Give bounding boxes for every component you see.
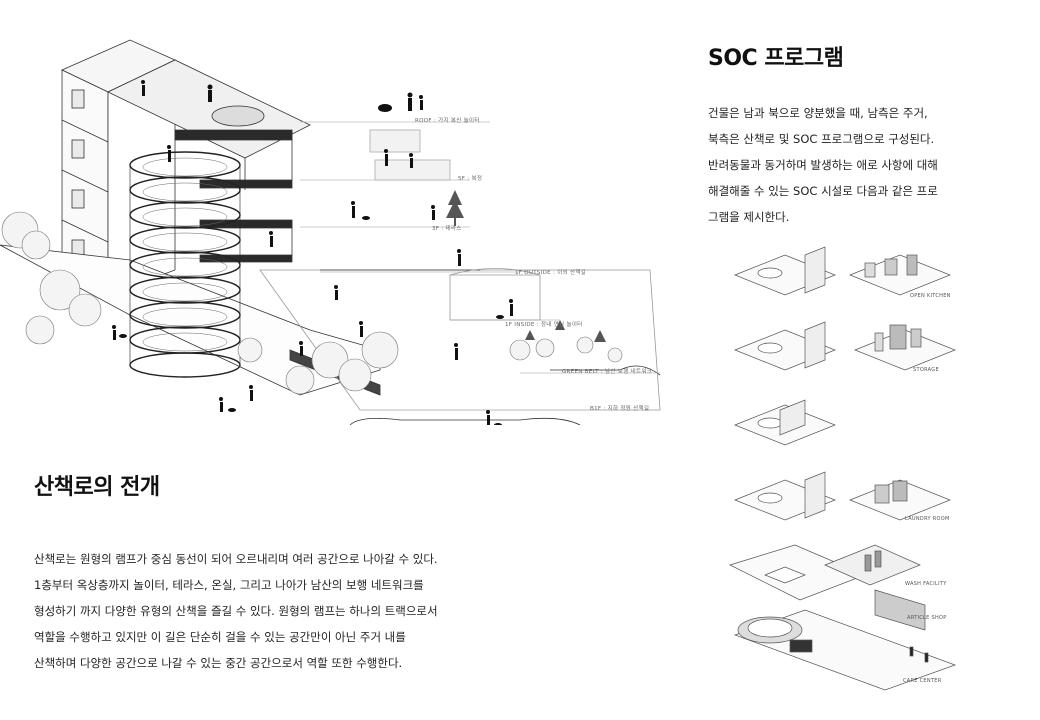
walk-paragraph-line: 산책로는 원형의 램프가 중심 동선이 되어 오르내리며 여러 공간으로 나아갈… [34,552,438,566]
walk-paragraph-line: 역할을 수행하고 있지만 이 길은 단순히 걸을 수 있는 공간만이 아닌 주거… [34,630,406,644]
soc-paragraph-line: 건물은 남과 북으로 양분했을 때, 남측은 주거, [708,106,928,120]
soc-program-title: SOC 프로그램 [708,46,844,71]
walkway-paragraph: 산책로는 원형의 램프가 중심 동선이 되어 오르내리며 여러 공간으로 나아갈… [34,546,594,676]
label-5f: 5F : 복정 [458,175,482,182]
label-storage: STORAGE [913,367,939,373]
label-laundry-room: LAUNDRY ROOM [905,516,950,522]
soc-paragraph-line: 그램을 제시한다. [708,210,790,224]
label-1f-outside: 1F OUTSIDE : 이외 산책길 [515,268,586,276]
soc-program-paragraph: 건물은 남과 북으로 양분했을 때, 남측은 주거, 북측은 산책로 및 SOC… [708,100,1008,230]
axonometric-section-drawing: ROOF : 가지 복신 놀이터 5F : 복정 3F : 테라스 1F OUT… [0,39,661,425]
label-article-shop: ARTICLE SHOP [907,615,947,621]
program-plate-empty [734,399,836,446]
label-b1f: B1F : 지하 정원 산책길 [590,404,649,412]
label-roof: ROOF : 가지 복신 놀이터 [415,116,480,124]
walk-paragraph-line: 산책하며 다양한 공간으로 나갈 수 있는 중간 공간으로서 역할 또한 수행한… [34,656,403,670]
label-1f-inside: 1F INSIDE : 정내 연실 놀이터 [505,320,583,328]
program-plate-wash-shop-care [729,544,957,691]
label-care-center: CARE CENTER [903,678,942,684]
walk-paragraph-line: 형성하기 까지 다양한 유형의 산책을 즐길 수 있다. 원형의 램프는 하나의… [34,604,438,618]
label-3f: 3F : 테라스 [432,224,462,232]
walk-paragraph-line: 1층부터 옥상층까지 놀이터, 테라스, 온실, 그리고 나아가 남산의 보행 … [34,578,424,592]
label-greenbelt: GREEN BELT : 남산 보행 네트워크 [562,367,652,375]
soc-paragraph-line: 반려동물과 동거하며 발생하는 애로 사항에 대해 [708,158,938,172]
soc-paragraph-line: 해결해줄 수 있는 SOC 시설로 다음과 같은 프로 [708,184,938,198]
label-open-kitchen: OPEN KITCHEN [910,293,951,299]
walkway-title: 산책로의 전개 [34,475,160,500]
program-plate-storage [734,321,956,371]
program-plate-laundry-room [734,471,951,521]
soc-paragraph-line: 북측은 산책로 및 SOC 프로그램으로 구성된다. [708,132,935,146]
program-diagram-stack: OPEN KITCHEN STORAGE LAUNDRY ROOM WASH F… [729,246,957,691]
program-plate-open-kitchen [734,246,951,296]
label-wash-facility: WASH FACILITY [905,581,947,587]
